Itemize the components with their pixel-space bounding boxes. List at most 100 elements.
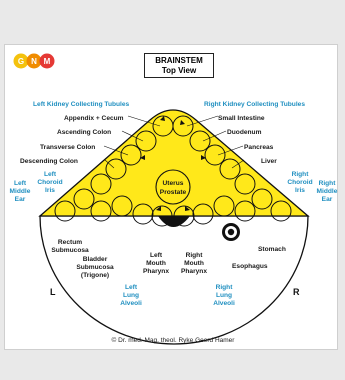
label-uterus-prostate: Uterus Prostate xyxy=(160,180,187,196)
label-left-mouth-pharynx: Left Mouth Pharynx xyxy=(143,252,169,275)
leader-lines xyxy=(103,115,245,169)
label-ascending-colon: Ascending Colon xyxy=(57,129,111,136)
logo-circle-g xyxy=(13,53,29,69)
relay-circle xyxy=(151,205,173,227)
label-line: Left xyxy=(125,284,138,291)
label-line: Alveoli xyxy=(120,300,142,307)
leader-line xyxy=(127,115,161,127)
diagram-title-box: BRAINSTEM Top View xyxy=(144,53,214,78)
leader-line xyxy=(103,145,129,156)
relay-circle xyxy=(234,173,256,195)
logo-letter-m: M xyxy=(44,57,51,66)
relay-circle xyxy=(90,173,112,195)
label-rectum-bladder: Rectum Submucosa Bladder Submucosa (Trig… xyxy=(51,239,114,279)
arrow-markers xyxy=(140,116,206,211)
brainstem-yellow-area xyxy=(38,109,310,217)
label-line: Uterus xyxy=(163,180,184,187)
label-line: Choroid xyxy=(37,179,62,186)
relay-circle xyxy=(213,195,235,217)
label-line: Ear xyxy=(15,196,26,203)
label-line: Lung xyxy=(216,292,232,299)
relay-circles xyxy=(54,115,292,227)
arrow-icon xyxy=(180,120,185,125)
label-stomach: Stomach xyxy=(258,246,286,253)
label-line: Iris xyxy=(45,187,55,194)
label-line: Left xyxy=(44,171,57,178)
label-right-mouth-pharynx: Right Mouth Pharynx xyxy=(181,252,207,275)
label-line: Lung xyxy=(123,292,139,299)
logo-letter-n: N xyxy=(31,57,37,66)
label-side-left: L xyxy=(50,287,56,297)
leader-line xyxy=(217,145,244,156)
label-right-kidney: Right Kidney Collecting Tubules xyxy=(204,101,305,108)
label-line: Bladder xyxy=(83,256,108,263)
label-right-middle-ear: Right Middle Ear xyxy=(317,180,338,203)
label-line: Right xyxy=(292,171,310,178)
label-line: Choroid xyxy=(287,179,312,186)
label-left-lung-alveoli: Left Lung Alveoli xyxy=(120,284,142,307)
lower-half-outline xyxy=(39,215,309,345)
logo-circle-n xyxy=(26,53,42,69)
relay-circle xyxy=(204,144,226,166)
relay-circle xyxy=(234,200,256,222)
label-transverse-colon: Transverse Colon xyxy=(40,144,95,151)
label-left-middle-ear: Left Middle Ear xyxy=(10,180,31,203)
label-line: Iris xyxy=(295,187,305,194)
label-pancreas: Pancreas xyxy=(244,144,274,151)
relay-circle xyxy=(270,200,292,222)
relay-circle xyxy=(219,158,241,180)
label-line: Submucosa xyxy=(51,247,89,254)
relay-circle xyxy=(189,130,211,152)
label-line: Rectum xyxy=(58,239,82,246)
relay-circle xyxy=(73,188,95,210)
relay-circle xyxy=(54,200,76,222)
diagram-title: BRAINSTEM xyxy=(155,56,203,65)
relay-circle xyxy=(132,203,154,225)
label-line: Right xyxy=(319,180,337,187)
logo-letter-g: G xyxy=(18,57,24,66)
label-right-lung-alveoli: Right Lung Alveoli xyxy=(213,284,235,307)
label-line: Middle xyxy=(317,188,338,195)
arrow-icon xyxy=(201,155,206,160)
label-right-choroid-iris: Right Choroid Iris xyxy=(287,171,312,194)
label-line: Mouth xyxy=(146,260,166,267)
relay-circle xyxy=(172,115,194,137)
leader-line xyxy=(231,159,245,169)
label-line: Left xyxy=(14,180,27,187)
label-line: Pharynx xyxy=(143,268,169,275)
label-left-choroid-iris: Left Choroid Iris xyxy=(37,171,62,194)
relay-circle xyxy=(111,195,133,217)
label-line: Prostate xyxy=(160,189,187,196)
label-side-right: R xyxy=(293,287,300,297)
relay-circle xyxy=(120,144,142,166)
label-line: Pharynx xyxy=(181,268,207,275)
label-line: (Trigone) xyxy=(81,272,109,279)
arrow-icon xyxy=(160,116,165,121)
label-line: Right xyxy=(216,284,234,291)
label-line: Left xyxy=(150,252,163,259)
relay-circle xyxy=(90,200,112,222)
center-notch xyxy=(158,216,190,227)
label-appendix-cecum: Appendix + Cecum xyxy=(64,115,124,122)
label-line: Mouth xyxy=(184,260,204,267)
leader-line xyxy=(121,130,144,142)
gnm-logo: G N M xyxy=(13,53,55,69)
label-line: Right xyxy=(186,252,204,259)
esophagus-target-center xyxy=(227,228,235,236)
label-descending-colon: Descending Colon xyxy=(20,158,78,165)
relay-circle xyxy=(135,130,157,152)
label-liver: Liver xyxy=(261,158,277,165)
uterus-prostate-circle xyxy=(155,169,191,205)
copyright-caption: © Dr. med. Mag. theol. Ryke Geerd Hamer xyxy=(112,336,236,344)
arrow-icon xyxy=(185,206,190,211)
leader-line xyxy=(104,159,115,169)
relay-circle xyxy=(192,203,214,225)
leader-line xyxy=(202,130,227,142)
label-left-kidney: Left Kidney Collecting Tubules xyxy=(33,101,130,108)
label-small-intestine: Small Intestine xyxy=(218,115,265,122)
label-line: Middle xyxy=(10,188,31,195)
relay-circle xyxy=(105,158,127,180)
leader-line xyxy=(186,115,219,127)
label-line: Alveoli xyxy=(213,300,235,307)
